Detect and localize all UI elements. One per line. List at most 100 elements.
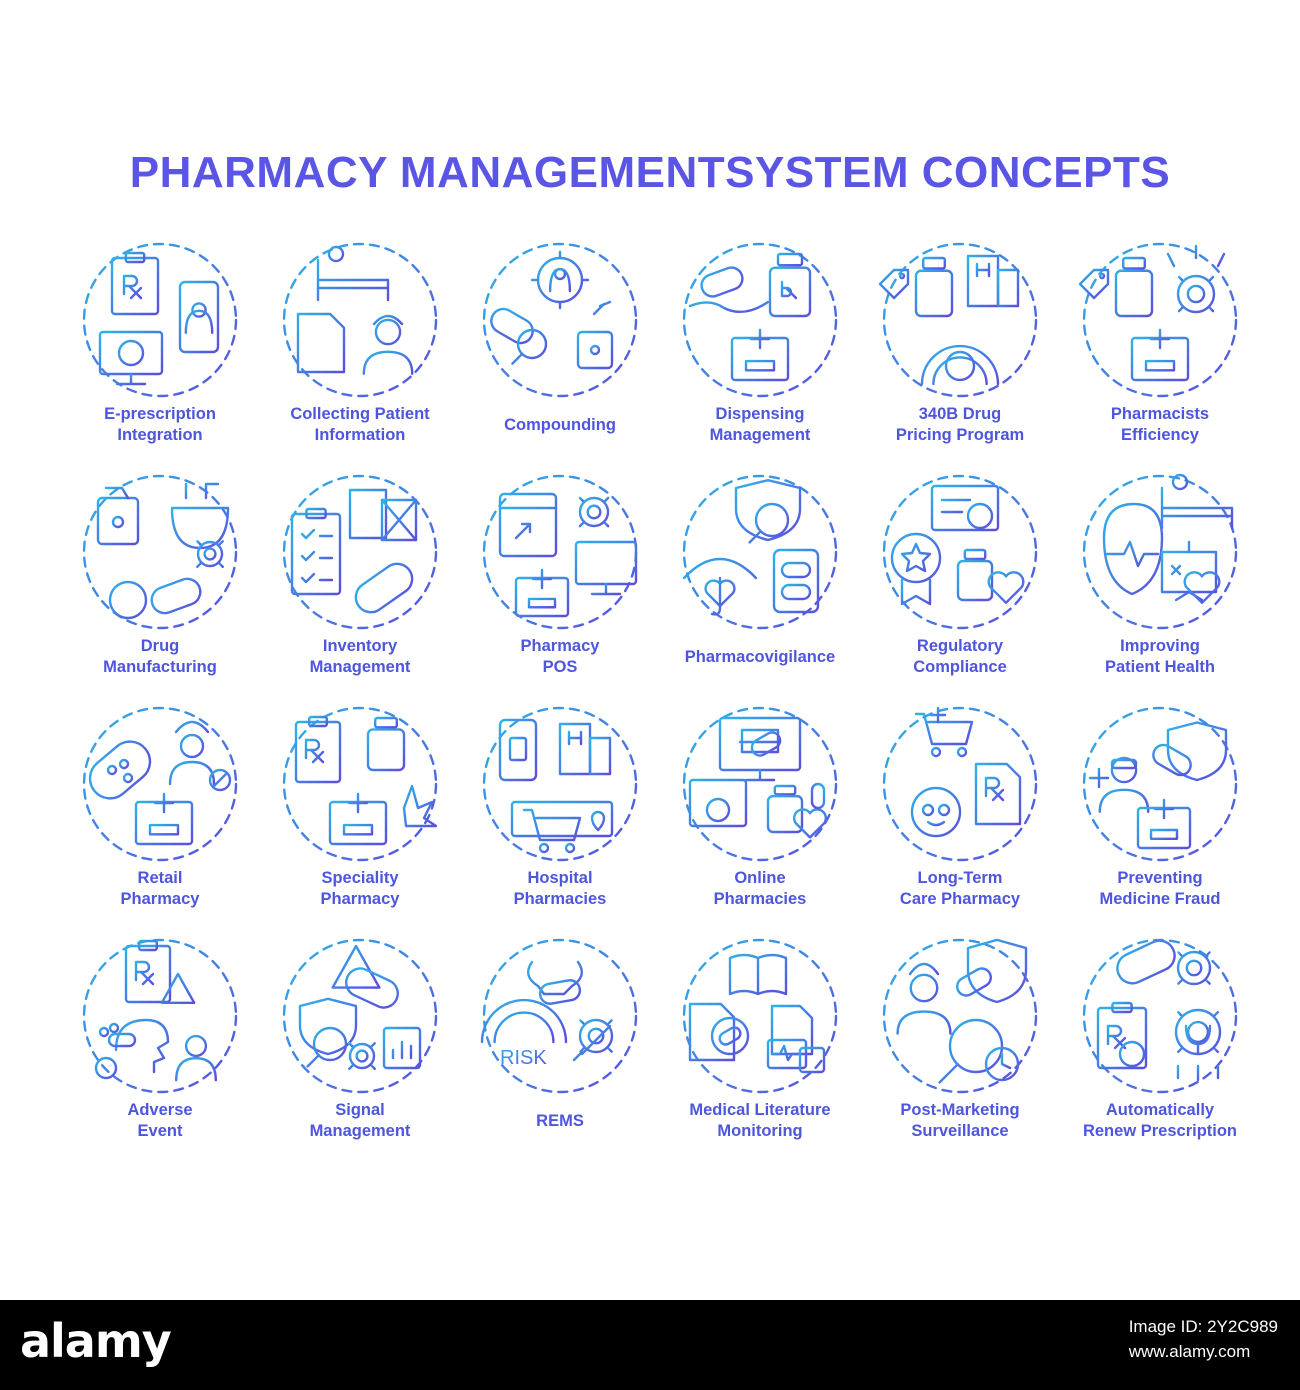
capsule-pharmacist-store-icon (82, 706, 238, 862)
bottle-gear-pharmacy-icon (1078, 242, 1238, 398)
capsule-gear-stethoscope-icon (1082, 938, 1238, 1094)
concept-label-line: Management (309, 1122, 411, 1140)
concept-label-line: Management (709, 426, 811, 444)
risk-gauge-syringe-icon: RISK (480, 938, 638, 1094)
certificate-badge-bottle-icon (882, 474, 1038, 630)
concept-label-line: 340B Drug (918, 405, 1002, 423)
concept-label-line: Monitoring (717, 1122, 803, 1140)
concept-label-line: Compliance (913, 658, 1007, 676)
concept-label-line: Preventing (1117, 869, 1203, 887)
cart-elderly-prescription-icon (882, 706, 1038, 862)
concept-item: RISK REMS (460, 932, 660, 1164)
browser-cursor-gear-icon (482, 474, 638, 630)
checklist-boxes-pill-icon (282, 474, 438, 630)
prescription-computer-icon (82, 242, 238, 398)
patient-bed-info-icon (282, 242, 438, 398)
concept-label-line: Pharmacovigilance (684, 648, 836, 666)
pills-dropper-flask-icon (482, 242, 638, 398)
concept-label-line: Event (137, 1122, 183, 1140)
concept-label-line: Dispensing (715, 405, 805, 423)
concept-label-line: Efficiency (1121, 426, 1199, 444)
concept-label-line: Renew Prescription (1082, 1122, 1238, 1140)
shield-umbrella-pill-jar-icon (682, 474, 838, 630)
concept-label-line: Post-Marketing (900, 1101, 1020, 1119)
svg-text:RISK: RISK (500, 1047, 547, 1069)
concept-label-line: Pharmacy (120, 890, 200, 908)
price-tag-hospital-gauge-icon (878, 242, 1038, 398)
concept-label-line: Inventory (322, 637, 398, 655)
concept-item: Compounding (460, 236, 660, 468)
monitor-dollar-bottle-icon (682, 706, 838, 862)
concept-label-line: Automatically (1105, 1101, 1215, 1119)
thief-shield-store-icon (1082, 706, 1238, 862)
concept-label-line: Improving (1120, 637, 1200, 655)
prescription-warning-sick-icon (82, 938, 238, 1094)
concept-label-line: Hospital (527, 869, 593, 887)
prescription-cannabis-icon (282, 706, 438, 862)
concept-label-line: Integration (117, 426, 203, 444)
concept-label-line: Online (734, 869, 786, 887)
concept-label-line: Information (314, 426, 406, 444)
concept-label-line: Drug (140, 637, 180, 655)
concept-label-line: Compounding (504, 416, 616, 434)
watermark-footer: alamy Image ID: 2Y2C989 www.alamy.com (0, 1300, 1300, 1390)
image-meta: Image ID: 2Y2C989 www.alamy.com (1129, 1314, 1278, 1364)
concept-label-line: REMS (536, 1112, 584, 1130)
concept-label-line: Surveillance (911, 1122, 1009, 1140)
concept-label-line: Signal (335, 1101, 385, 1119)
warning-magnifier-chart-icon (282, 938, 438, 1094)
concept-label-line: Care Pharmacy (899, 890, 1021, 908)
concept-label-line: Retail (137, 869, 183, 887)
concept-label-line: Management (309, 658, 411, 676)
concept-item: Pharmacovigilance (660, 468, 860, 700)
hand-pill-jar-icon (682, 242, 838, 398)
concept-label-line: Pharmacists (1110, 405, 1210, 423)
concept-label-line: Medical Literature (689, 1101, 831, 1119)
concept-label-line: POS (542, 658, 578, 676)
book-documents-magnifier-icon (682, 938, 838, 1094)
phone-hospital-cart-icon (482, 706, 638, 862)
site-url[interactable]: www.alamy.com (1128, 1342, 1251, 1361)
concept-label-line: Adverse (127, 1101, 193, 1119)
concept-label-line: Pharmacy (320, 890, 400, 908)
concept-label-line: Long-Term (917, 869, 1003, 887)
concept-label-line: Pharmacies (713, 890, 807, 908)
alamy-logo[interactable]: alamy (20, 1314, 172, 1368)
concept-label: Pharmacovigilance (650, 647, 870, 668)
concept-label: Compounding (450, 415, 670, 436)
flask-dropper-pills-icon (82, 474, 238, 630)
